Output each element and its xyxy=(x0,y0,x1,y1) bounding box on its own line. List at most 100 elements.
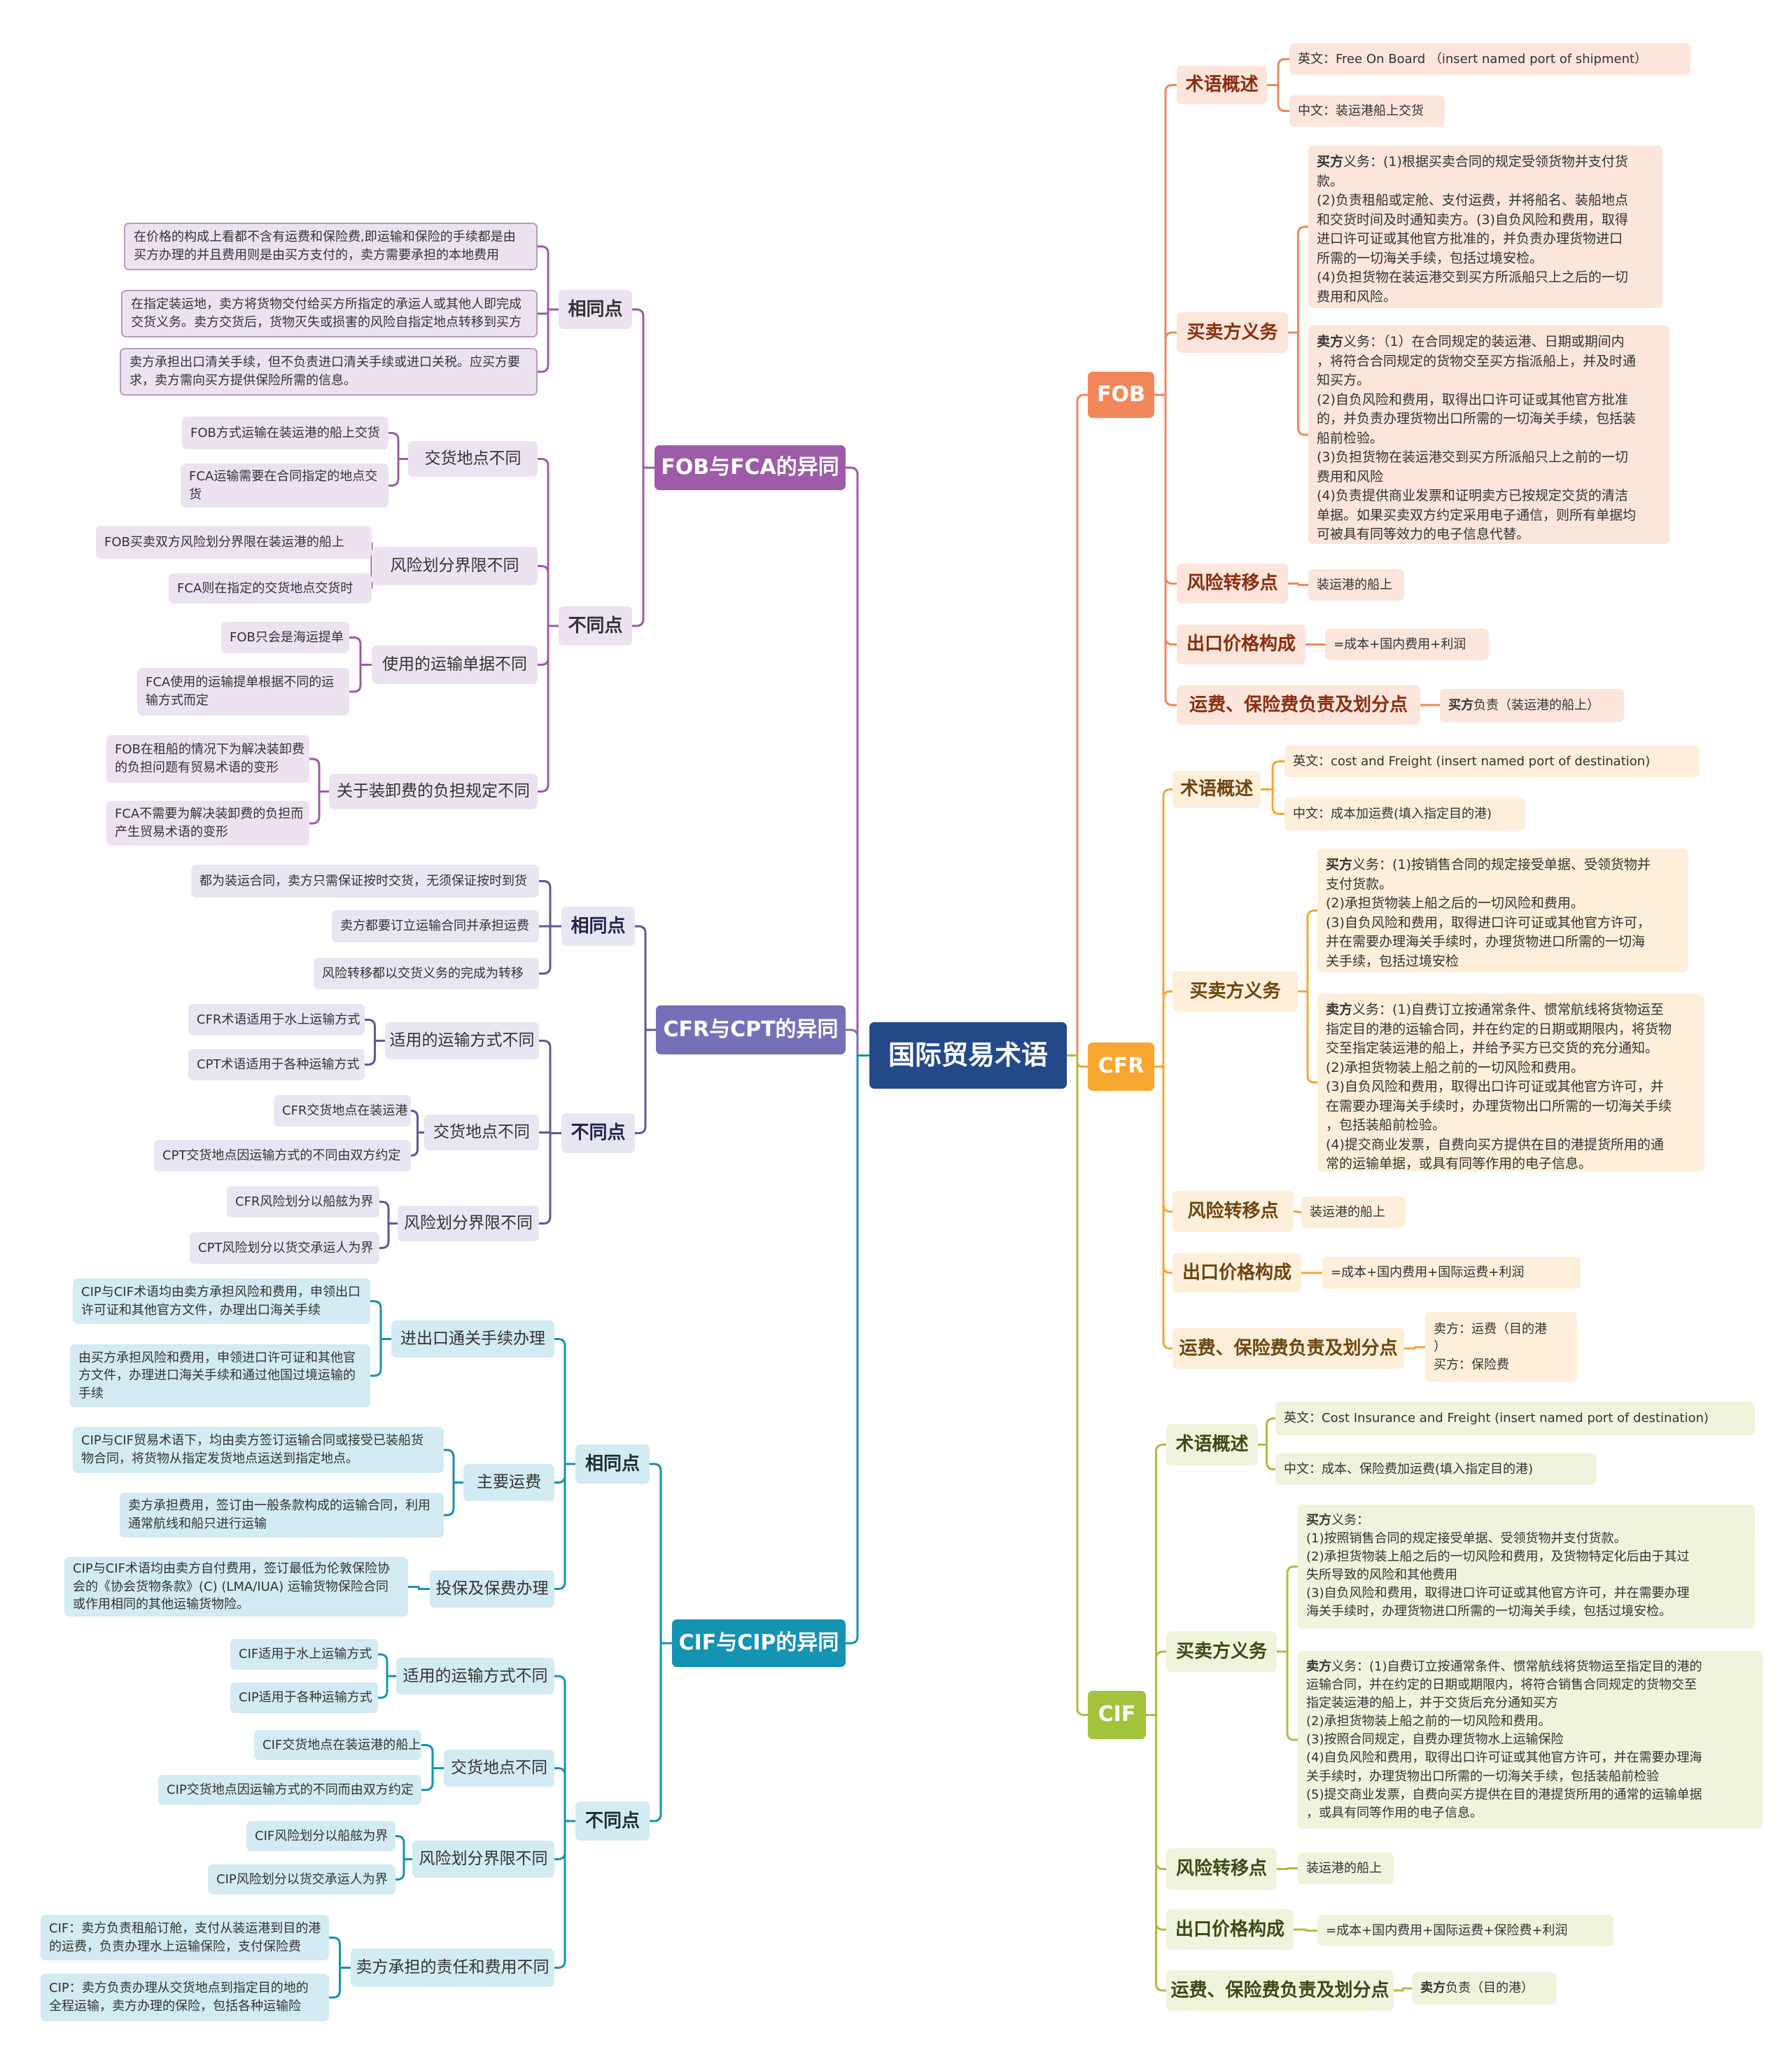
fob-fca-diff-node[interactable]: 不同点 xyxy=(559,606,632,646)
fob-freight-value[interactable]: 买方负责（装运港的船上） xyxy=(1440,689,1624,722)
fob-fca-diff-group[interactable]: 风险划分界限不同 xyxy=(372,547,538,585)
cfr-cpt-diff-node[interactable]: 不同点 xyxy=(561,1113,635,1153)
cif-cip-same-node[interactable]: 相同点 xyxy=(575,1444,650,1484)
fob-fca-diff-item[interactable]: FOB在租船的情况下为解决装卸费 的负担问题有贸易术语的变形 xyxy=(106,735,309,783)
branch-cfr-vs-cpt[interactable]: CFR与CPT的异同 xyxy=(656,1005,846,1054)
cfr-cpt-same-item[interactable]: 卖方都要订立运输合同并承担运费 xyxy=(332,910,539,942)
cif-buyer-duties[interactable]: 买方义务： (1)按照销售合同的规定接受单据、受领货物并支付货款。 (2)承担货… xyxy=(1298,1505,1755,1629)
cfr-cpt-diff-item[interactable]: CFR风险划分以船舷为界 xyxy=(227,1186,379,1218)
cfr-cpt-diff-group[interactable]: 风险划分界限不同 xyxy=(398,1206,539,1241)
cfr-cpt-same-item[interactable]: 风险转移都以交货义务的完成为转移 xyxy=(314,958,539,989)
cif-seller-duties[interactable]: 卖方义务：(1)自费订立按通常条件、惯常航线将货物运至指定目的港的 运输合同，并… xyxy=(1298,1651,1763,1829)
cif-cip-diff-item[interactable]: CIF适用于水上运输方式 xyxy=(230,1639,378,1670)
cfr-price-node[interactable]: 出口价格构成 xyxy=(1172,1253,1301,1292)
cif-english-name[interactable]: 英文：Cost Insurance and Freight (insert na… xyxy=(1275,1402,1755,1435)
fob-fca-diff-item[interactable]: FOB只会是海运提单 xyxy=(221,622,349,653)
cif-cip-diff-item[interactable]: CIF风险划分以船舷为界 xyxy=(246,1821,396,1851)
cfr-duties-node[interactable]: 买卖方义务 xyxy=(1172,971,1298,1012)
cif-risk-node[interactable]: 风险转移点 xyxy=(1166,1848,1277,1890)
cif-cip-same-group[interactable]: 投保及保费办理 xyxy=(430,1570,554,1608)
fob-fca-diff-group[interactable]: 关于装卸费的负担规定不同 xyxy=(329,774,538,809)
fob-fca-diff-group[interactable]: 使用的运输单据不同 xyxy=(372,646,538,684)
cif-price-node[interactable]: 出口价格构成 xyxy=(1166,1909,1294,1950)
cif-chinese-name[interactable]: 中文：成本、保险费加运费(填入指定目的港) xyxy=(1275,1453,1597,1485)
cfr-chinese-name[interactable]: 中文：成本加运费(填入指定目的港) xyxy=(1284,797,1525,830)
branch-cif-vs-cip[interactable]: CIF与CIP的异同 xyxy=(672,1619,846,1667)
connector-line xyxy=(554,1675,575,1822)
root-topic[interactable]: 国际贸易术语 xyxy=(869,1022,1067,1089)
fob-fca-diff-item[interactable]: FCA使用的运输提单根据不同的运 输方式而定 xyxy=(137,668,349,716)
cif-cip-diff-item[interactable]: CIP风险划分以货交承运人为界 xyxy=(208,1864,396,1895)
cfr-cpt-diff-item[interactable]: CFR交货地点在装运港 xyxy=(274,1095,411,1127)
connector-line xyxy=(538,245,559,311)
branch-cfr[interactable]: CFR xyxy=(1088,1043,1154,1091)
cfr-seller-duties[interactable]: 卖方义务：(1)自费订立按通常条件、惯常航线将货物运至 指定目的港的运输合同，并… xyxy=(1317,993,1704,1171)
fob-fca-same-item[interactable]: 在指定装运地，卖方将货物交付给买方所指定的承运人或其他人即完成 交货义务。卖方交… xyxy=(121,290,538,337)
cfr-cpt-same-item[interactable]: 都为装运合同，卖方只需保证按时交货，无须保证按时到货 xyxy=(191,865,539,898)
cif-overview-node[interactable]: 术语概述 xyxy=(1166,1424,1258,1465)
fob-fca-diff-item[interactable]: FOB买卖双方风险划分界限在装运港的船上 xyxy=(96,526,372,559)
cif-cip-diff-node[interactable]: 不同点 xyxy=(575,1801,650,1841)
cif-cip-same-item[interactable]: 卖方承担费用，签订由一般条款构成的运输合同，利用 通常航线和船只进行运输 xyxy=(120,1493,444,1538)
branch-fob[interactable]: FOB xyxy=(1088,372,1154,418)
cif-cip-diff-group[interactable]: 交货地点不同 xyxy=(444,1750,554,1787)
cfr-overview-node[interactable]: 术语概述 xyxy=(1172,771,1261,808)
cif-cip-diff-item[interactable]: CIP：卖方负责办理从交货地点到指定目的地的 全程运输，卖方办理的保险，包括各种… xyxy=(41,1974,329,2021)
fob-fca-diff-item[interactable]: FCA不需要为解决装卸费的负担而 产生贸易术语的变形 xyxy=(106,801,309,846)
cfr-cpt-diff-item[interactable]: CFR术语适用于水上运输方式 xyxy=(188,1004,365,1036)
cfr-cpt-diff-group[interactable]: 交货地点不同 xyxy=(424,1115,539,1150)
cfr-cpt-diff-item[interactable]: CPT术语适用于各种运输方式 xyxy=(188,1049,365,1080)
fob-fca-diff-item[interactable]: FOB方式运输在装运港的船上交货 xyxy=(182,417,388,449)
cfr-price-value[interactable]: =成本+国内费用+国际运费+利润 xyxy=(1322,1257,1581,1289)
cfr-freight-value[interactable]: 卖方：运费（目的港 ） 买方：保险费 xyxy=(1425,1312,1577,1382)
cif-cip-same-item[interactable]: CIP与CIF贸易术语下，均由卖方签订运输合同或接受已装船货 物合同，将货物从指… xyxy=(73,1427,444,1473)
fob-fca-same-item[interactable]: 在价格的构成上看都不含有运费和保险费,即运输和保险的手续都是由 买方办理的并且费… xyxy=(124,223,538,270)
cfr-cpt-diff-item[interactable]: CPT风险划分以货交承运人为界 xyxy=(190,1232,379,1264)
fob-fca-diff-group[interactable]: 交货地点不同 xyxy=(408,441,538,477)
fob-chinese-name[interactable]: 中文：装运港船上交货 xyxy=(1289,95,1445,127)
cif-freight-node[interactable]: 运费、保险费负责及划分点 xyxy=(1166,1970,1394,2011)
fob-overview-node[interactable]: 术语概述 xyxy=(1177,66,1267,104)
branch-fob-vs-fca[interactable]: FOB与FCA的异同 xyxy=(654,445,846,490)
cif-cip-diff-group[interactable]: 卖方承担的责任和费用不同 xyxy=(351,1948,554,1987)
connector-line xyxy=(410,1110,424,1134)
cif-cip-same-group[interactable]: 主要运费 xyxy=(463,1464,554,1501)
fob-price-value[interactable]: =成本+国内费用+利润 xyxy=(1325,629,1489,660)
cif-cip-same-group[interactable]: 进出口通关手续办理 xyxy=(391,1320,554,1358)
fob-english-name[interactable]: 英文：Free On Board （insert named port of s… xyxy=(1289,43,1690,75)
cif-cip-diff-group[interactable]: 适用的运输方式不同 xyxy=(396,1658,554,1694)
cif-cip-diff-item[interactable]: CIP适用于各种运输方式 xyxy=(230,1682,378,1713)
cfr-freight-node[interactable]: 运费、保险费负责及划分点 xyxy=(1172,1328,1404,1369)
cfr-english-name[interactable]: 英文：cost and Freight (insert named port o… xyxy=(1284,746,1700,777)
branch-cif[interactable]: CIF xyxy=(1088,1691,1146,1739)
cif-cip-diff-group[interactable]: 风险划分界限不同 xyxy=(412,1841,554,1878)
cfr-cpt-same-node[interactable]: 相同点 xyxy=(561,907,635,946)
fob-duties-node[interactable]: 买卖方义务 xyxy=(1177,312,1288,353)
fob-price-node[interactable]: 出口价格构成 xyxy=(1177,625,1306,664)
fob-fca-same-item[interactable]: 卖方承担出口清关手续，但不负责进口清关手续或进口关税。应买方要 求，卖方需向买方… xyxy=(120,348,538,396)
cif-cip-diff-item[interactable]: CIF：卖方负责租船订舱，支付从装运港到目的港 的运费，负责办理水上运输保险，支… xyxy=(41,1915,329,1960)
cif-risk-value[interactable]: 装运港的船上 xyxy=(1298,1853,1394,1884)
cif-duties-node[interactable]: 买卖方义务 xyxy=(1166,1631,1277,1672)
cfr-buyer-duties[interactable]: 买方义务：(1)按销售合同的规定接受单据、受领货物并 支付货款。 (2)承担货物… xyxy=(1317,849,1688,972)
fob-fca-same-node[interactable]: 相同点 xyxy=(559,290,632,329)
cif-cip-same-item[interactable]: CIP与CIF术语均由卖方自付费用，签订最低为伦敦保险协 会的《协会货物条款》(… xyxy=(64,1557,408,1617)
cfr-cpt-diff-group[interactable]: 适用的运输方式不同 xyxy=(385,1022,539,1059)
fob-freight-node[interactable]: 运费、保险费负责及划分点 xyxy=(1177,685,1420,725)
cif-price-value[interactable]: =成本+国内费用+国际运费+保险费+利润 xyxy=(1317,1915,1614,1946)
cfr-risk-value[interactable]: 装运港的船上 xyxy=(1301,1197,1406,1228)
cif-cip-same-item[interactable]: 由买方承担风险和费用，申领进口许可证和其他官 方文件，办理进口海关手续和通过他国… xyxy=(70,1344,370,1407)
cif-cip-diff-item[interactable]: CIF交货地点在装运港的船上 xyxy=(254,1730,421,1760)
cfr-risk-node[interactable]: 风险转移点 xyxy=(1172,1191,1294,1232)
fob-risk-value[interactable]: 装运港的船上 xyxy=(1308,569,1404,601)
fob-fca-diff-item[interactable]: FCA则在指定的交货地点交货时 xyxy=(169,573,372,604)
fob-fca-diff-item[interactable]: FCA运输需要在合同指定的地点交 货 xyxy=(181,463,388,508)
cif-freight-value[interactable]: 卖方负责（目的港） xyxy=(1412,1972,1557,2004)
fob-buyer-duties[interactable]: 买方义务：(1)根据买卖合同的规定受领货物并支付货 款。 (2)负责租船或定舱、… xyxy=(1308,146,1662,308)
cif-cip-same-item[interactable]: CIP与CIF术语均由卖方承担风险和费用，申领出口 许可证和其他官方文件，办理出… xyxy=(73,1278,370,1324)
fob-seller-duties[interactable]: 卖方义务：（1）在合同规定的装运港、日期或期间内 ，将符合合同规定的货物交至买方… xyxy=(1308,326,1670,544)
cfr-cpt-diff-item[interactable]: CPT交货地点因运输方式的不同由双方约定 xyxy=(154,1140,411,1171)
cif-cip-diff-item[interactable]: CIP交货地点因运输方式的不同而由双方约定 xyxy=(158,1775,421,1805)
fob-risk-node[interactable]: 风险转移点 xyxy=(1177,564,1288,604)
connector-line xyxy=(1267,84,1289,112)
